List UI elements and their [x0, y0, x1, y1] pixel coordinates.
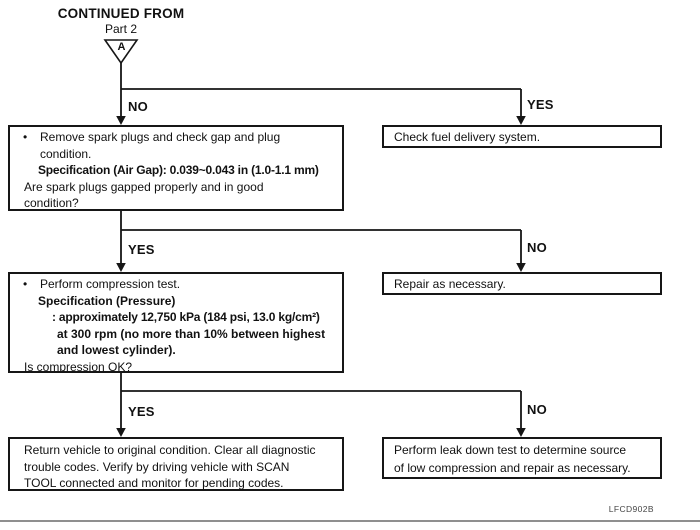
- box-text-line: • Remove spark plugs and check gap and p…: [22, 129, 336, 146]
- arrowhead-icon: [116, 428, 126, 437]
- box-question-line: Is compression OK?: [24, 359, 133, 373]
- arrowhead-icon: [116, 263, 126, 272]
- connector-a-triangle-icon: [103, 39, 139, 65]
- bullet-icon: •: [23, 130, 28, 144]
- box-text-line: of low compression and repair as necessa…: [394, 461, 631, 475]
- branch-label-yes-1: YES: [527, 97, 554, 112]
- box-question-line: Are spark plugs gapped properly and in g…: [24, 179, 264, 194]
- spec-pressure-title: Specification (Pressure): [38, 293, 176, 308]
- spec-pressure-line: : approximately 12,750 kPa (184 psi, 13.…: [52, 310, 320, 324]
- branch-label-no-2: NO: [527, 240, 547, 255]
- box-text-line: Return vehicle to original condition. Cl…: [24, 443, 316, 457]
- arrowhead-icon: [116, 116, 126, 125]
- box-text-line: condition.: [40, 146, 92, 161]
- page-bottom-rule: [0, 520, 700, 522]
- box-text: Remove spark plugs and check gap and plu…: [40, 130, 281, 144]
- figure-code-label: LFCD902B: [608, 504, 654, 514]
- box-text-line: Repair as necessary.: [394, 277, 506, 291]
- connector-path: [120, 63, 522, 430]
- spark-plug-check-box: • Remove spark plugs and check gap and p…: [8, 125, 344, 211]
- continued-from-label: CONTINUED FROM: [57, 6, 185, 21]
- check-fuel-delivery-box: Check fuel delivery system.: [382, 125, 662, 148]
- box-text-line: Check fuel delivery system.: [394, 130, 541, 144]
- box-question-line: condition?: [24, 196, 79, 210]
- branch-label-no-1: NO: [128, 99, 148, 114]
- box-text-line: Perform leak down test to determine sour…: [394, 443, 627, 457]
- repair-as-necessary-box: Repair as necessary.: [382, 272, 662, 295]
- box-text-line: TOOL connected and monitor for pending c…: [24, 476, 284, 490]
- return-vehicle-box: Return vehicle to original condition. Cl…: [8, 437, 344, 491]
- continued-from-part-label: Part 2: [104, 22, 137, 36]
- branch-label-yes-3: YES: [128, 404, 155, 419]
- arrowhead-icon: [516, 116, 526, 125]
- box-text-line: • Perform compression test.: [22, 276, 336, 293]
- branch-label-yes-2: YES: [128, 242, 155, 257]
- connector-a-label: A: [117, 41, 126, 53]
- compression-test-box: • Perform compression test. Specificatio…: [8, 272, 344, 373]
- arrowhead-icon: [516, 428, 526, 437]
- branch-label-no-3: NO: [527, 402, 547, 417]
- box-text: Perform compression test.: [40, 277, 181, 291]
- arrowhead-icon: [516, 263, 526, 272]
- spec-pressure-line: and lowest cylinder).: [57, 343, 176, 357]
- spec-air-gap-line: Specification (Air Gap): 0.039~0.043 in …: [38, 163, 319, 177]
- leak-down-test-box: Perform leak down test to determine sour…: [382, 437, 662, 479]
- spec-pressure-line: at 300 rpm (no more than 10% between hig…: [57, 326, 326, 341]
- bullet-icon: •: [23, 277, 28, 291]
- box-text-line: trouble codes. Verify by driving vehicle…: [24, 459, 290, 474]
